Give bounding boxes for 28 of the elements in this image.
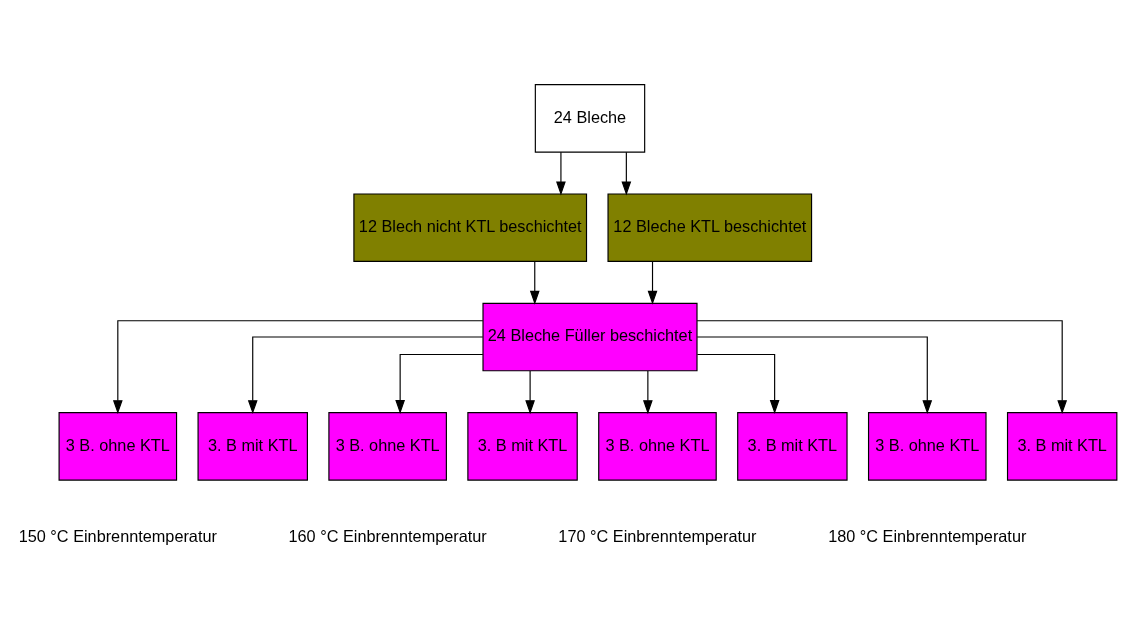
- node-box: 3. B mit KTL: [467, 411, 578, 481]
- label: 170 °C Einbrenntemperatur: [558, 526, 757, 545]
- node-box: 3 B. ohne KTL: [328, 411, 447, 481]
- arrow: [556, 151, 566, 195]
- arrow: [696, 335, 933, 414]
- node-box: 24 Bleche: [534, 83, 646, 153]
- arrow: [395, 353, 484, 414]
- arrow: [696, 353, 780, 414]
- node-box: 3. B mit KTL: [737, 411, 848, 481]
- arrow: [529, 260, 540, 305]
- node-box: 3 B. ohne KTL: [598, 411, 717, 481]
- arrow: [247, 335, 484, 414]
- label: 160 °C Einbrenntemperatur: [288, 526, 487, 545]
- arrow: [525, 369, 535, 414]
- node-box: 12 Blech nicht KTL beschichtet: [353, 192, 588, 262]
- arrow: [112, 319, 484, 414]
- arrow: [696, 319, 1068, 414]
- node-box: 3 B. ohne KTL: [58, 411, 178, 481]
- node-box: 3. B mit KTL: [1006, 411, 1118, 481]
- node-box: 3. B mit KTL: [197, 411, 308, 481]
- arrow: [642, 369, 653, 414]
- label: 180 °C Einbrenntemperatur: [828, 526, 1027, 545]
- arrow: [647, 260, 658, 305]
- node-box: 12 Bleche KTL beschichtet: [607, 192, 813, 262]
- node-box: 24 Bleche Füller beschichtet: [482, 302, 698, 371]
- arrow: [621, 151, 632, 195]
- node-box: 3 B. ohne KTL: [867, 411, 987, 481]
- label: 150 °C Einbrenntemperatur: [18, 526, 217, 545]
